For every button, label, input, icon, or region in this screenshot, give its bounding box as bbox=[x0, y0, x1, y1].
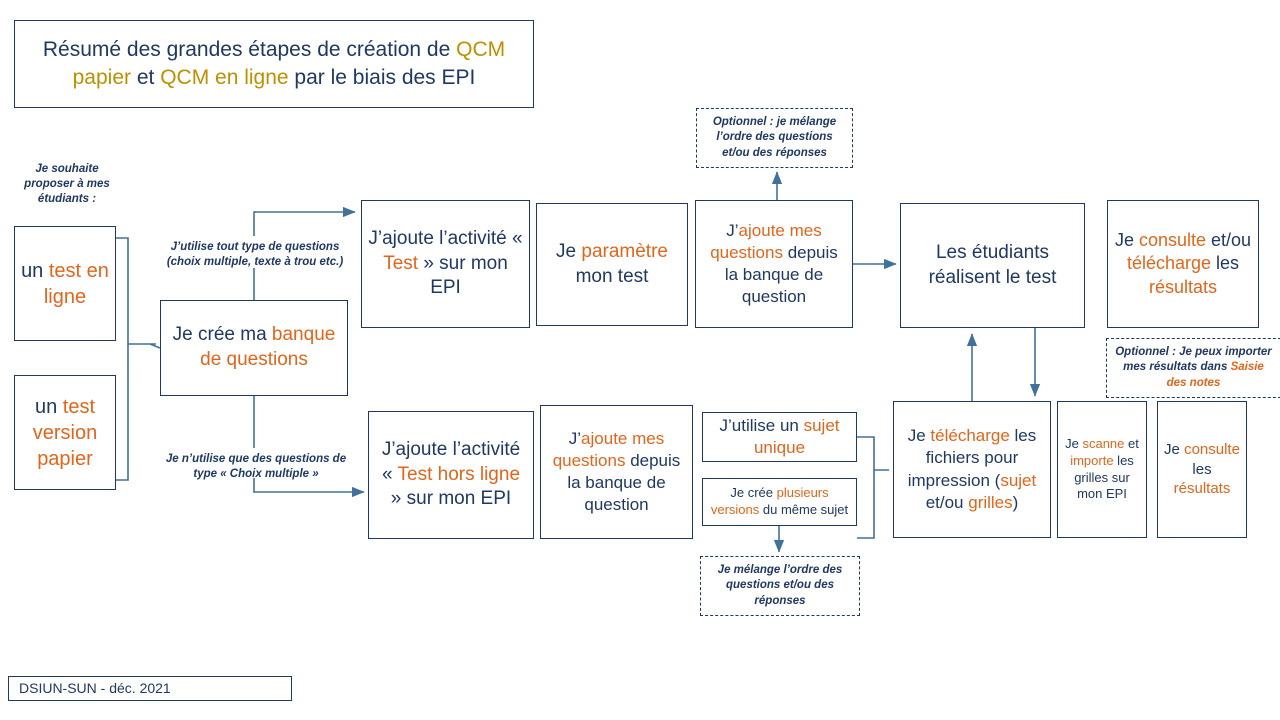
addq-top-plain-1: J’ bbox=[726, 220, 739, 240]
configure-plain-1: Je bbox=[556, 240, 582, 262]
wire-bank-up2 bbox=[253, 211, 256, 236]
add-questions-online-box[interactable]: J’ajoute mes questions depuis la banque … bbox=[695, 200, 853, 328]
scan-accent-2: importe bbox=[1070, 452, 1114, 468]
configure-test-box[interactable]: Je paramètre mon test bbox=[536, 203, 688, 326]
cres-plain-2: les bbox=[1192, 460, 1212, 478]
add-questions-offline-box[interactable]: J’ajoute mes questions depuis la banque … bbox=[540, 405, 693, 539]
cdl-accent-1: consulte bbox=[1138, 229, 1206, 250]
configure-accent-1: paramètre bbox=[581, 240, 668, 262]
students-plain-1: Les étudiants réalisent le test bbox=[928, 241, 1057, 288]
cdl-plain-1: Je bbox=[1114, 229, 1139, 250]
dl-plain-3: et/ou bbox=[925, 492, 969, 512]
scan-plain-1: Je bbox=[1065, 435, 1083, 451]
download-print-files-box[interactable]: Je télécharge les fichiers pour impressi… bbox=[893, 401, 1051, 538]
cdl-plain-3: les bbox=[1211, 253, 1240, 274]
create-question-bank[interactable]: Je crée ma banque de questions bbox=[160, 300, 348, 396]
note-shuffle-bottom: Je mélange l’ordre des questions et/ou d… bbox=[700, 556, 860, 616]
add-test-plain-2: » sur mon EPI bbox=[418, 252, 508, 299]
addq-bot-plain-1: J’ bbox=[568, 428, 582, 448]
paper-test-plain: un bbox=[34, 395, 63, 418]
online-test-plain: un bbox=[21, 259, 49, 282]
online-test-accent: test en ligne bbox=[43, 259, 109, 308]
wire-bank-arrowstub bbox=[149, 343, 161, 349]
page-title: Résumé des grandes étapes de création de… bbox=[14, 20, 534, 108]
multiple-versions-box[interactable]: Je crée plusieurs versions du même sujet bbox=[702, 478, 857, 526]
add-test-plain-1: J’ajoute l’activité « bbox=[368, 227, 523, 249]
note-optional-shuffle-top: Optionnel : je mélange l’ordre des quest… bbox=[696, 108, 853, 168]
option-online-test[interactable]: un test en ligne bbox=[14, 226, 116, 341]
addq-bot-accent-1: ajoute mes questions bbox=[552, 428, 665, 470]
add-test-accent-1: Test bbox=[383, 252, 419, 274]
add-offline-test-activity-box[interactable]: J’ajoute l’activité « Test hors ligne » … bbox=[368, 411, 534, 539]
bank-accent: banque de questions bbox=[200, 324, 336, 370]
dl-plain-4: ) bbox=[1012, 492, 1019, 512]
multi-plain-2: du même sujet bbox=[759, 502, 849, 517]
cres-accent-2: résultats bbox=[1173, 480, 1231, 498]
multi-plain-1: Je crée bbox=[730, 485, 777, 501]
import-note-plain-1: Optionnel : Je peux importer mes résulta… bbox=[1115, 346, 1272, 374]
wire-multi-to-download bbox=[857, 470, 875, 539]
add-test-activity-box[interactable]: J’ajoute l’activité « Test » sur mon EPI bbox=[361, 200, 530, 328]
offline-accent-1: Test hors ligne bbox=[397, 463, 521, 485]
scan-plain-3: les grilles sur mon EPI bbox=[1074, 452, 1134, 502]
scan-accent-1: scanne bbox=[1082, 435, 1125, 451]
title-part-2: et bbox=[131, 66, 161, 89]
import-note-accent-1: Saisie des notes bbox=[1166, 361, 1264, 389]
wire-online-to-bank bbox=[116, 237, 156, 345]
wire-paper-to-bank bbox=[116, 344, 129, 481]
dl-plain-2: les fichiers pour impression ( bbox=[907, 426, 1037, 490]
cdl-plain-2: et/ou bbox=[1206, 229, 1252, 250]
branch-label-mcq-only: Je n’utilise que des questions de type «… bbox=[165, 453, 347, 480]
paper-test-accent: test version papier bbox=[32, 395, 98, 470]
note-shuffle-bottom-text: Je mélange l’ordre des questions et/ou d… bbox=[717, 564, 843, 607]
branch-label-all-types: J’utilise tout type de questions (choix … bbox=[166, 241, 344, 268]
wire-single-to-download bbox=[857, 436, 889, 471]
title-part-1: Résumé des grandes étapes de création de bbox=[42, 37, 457, 61]
cres-accent-1: consulte bbox=[1184, 441, 1240, 459]
footer-credit: DSIUN-SUN - déc. 2021 bbox=[8, 676, 292, 701]
scan-import-grids-box[interactable]: Je scanne et importe les grilles sur mon… bbox=[1057, 401, 1147, 538]
note-optional-shuffle-top-text: Optionnel : je mélange l’ordre des quest… bbox=[712, 116, 837, 159]
note-optional-import-grades: Optionnel : Je peux importer mes résulta… bbox=[1106, 338, 1280, 398]
multi-accent-1: plusieurs versions bbox=[710, 485, 829, 517]
addq-bot-plain-2: depuis la banque de question bbox=[567, 450, 681, 515]
intro-label: Je souhaite proposer à mes étudiants : bbox=[24, 163, 110, 205]
bank-plain: Je crée ma bbox=[172, 324, 272, 346]
addq-top-accent-1: ajoute mes questions bbox=[710, 220, 822, 262]
scan-plain-2: et bbox=[1124, 435, 1139, 451]
dl-plain-1: Je bbox=[907, 426, 931, 446]
single-plain-1: J’utilise un bbox=[719, 415, 804, 435]
cres-plain-1: Je bbox=[1164, 441, 1185, 459]
students-take-test-box[interactable]: Les étudiants réalisent le test bbox=[900, 203, 1085, 328]
footer-credit-text: DSIUN-SUN - déc. 2021 bbox=[19, 680, 171, 697]
single-subject-box[interactable]: J’utilise un sujet unique bbox=[702, 412, 857, 462]
consult-download-results-box[interactable]: Je consulte et/ou télécharge les résulta… bbox=[1107, 200, 1259, 328]
title-highlight-qcm-en-ligne: QCM en ligne bbox=[160, 66, 289, 89]
title-part-3: par le biais des EPI bbox=[288, 66, 476, 89]
offline-plain-1: J’ajoute l’activité « bbox=[381, 438, 521, 485]
title-highlight-qcm-papier: QCM papier bbox=[72, 37, 506, 89]
option-paper-test[interactable]: un test version papier bbox=[14, 375, 116, 490]
dl-accent-3: grilles bbox=[968, 492, 1013, 512]
addq-top-plain-2: depuis la banque de question bbox=[724, 242, 838, 307]
configure-plain-2: mon test bbox=[575, 265, 649, 287]
cdl-accent-2: télécharge bbox=[1126, 253, 1212, 274]
consult-results-box[interactable]: Je consulte les résultats bbox=[1157, 401, 1247, 538]
offline-plain-2: » sur mon EPI bbox=[390, 488, 512, 510]
cdl-accent-3: résultats bbox=[1148, 276, 1218, 297]
single-accent-1: sujet unique bbox=[753, 415, 840, 457]
dl-accent-1: télécharge bbox=[930, 426, 1010, 446]
dl-accent-2: sujet bbox=[1000, 470, 1037, 490]
